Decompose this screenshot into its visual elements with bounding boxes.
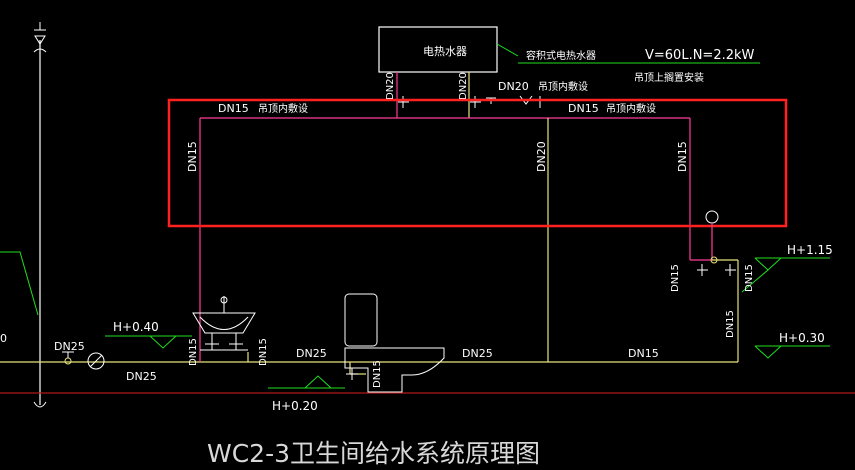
dn25-b: DN25 [126,370,157,383]
dn15-top-right: DN15 [568,102,599,115]
dn15-top-left: DN15 [218,102,249,115]
dn20-vertical-mid: DN20 [535,141,548,172]
dn25-c: DN25 [296,347,327,360]
water-heater [378,26,498,73]
dn15-vertical-right: DN15 [676,141,689,172]
left-leader-line [0,251,39,316]
elevation-030: H+0.30 [779,331,825,345]
elevation-020: H+0.20 [272,399,318,413]
ceiling-pipes [199,117,712,362]
left-riser [33,22,47,408]
toilet [344,293,445,393]
dn15-bottom: DN15 [628,347,659,360]
highlight-frame [167,98,788,228]
heater-leaders [496,43,760,64]
elevation-marker-040 [105,335,192,349]
shower-assembly [697,210,739,362]
heater-type-note: 容积式电热水器 [526,49,596,62]
elevation-115: H+1.15 [787,243,833,257]
diagram-title: WC2-3卫生间给水系统原理图 [207,439,540,468]
dn20-right-vertical: DN20 [458,72,469,100]
dn20-left-vertical: DN20 [385,72,396,100]
elevation-040: H+0.40 [113,320,159,334]
ceiling-note-3: 吊顶内敷设 [606,102,656,115]
elevation-marker-030 [754,345,830,359]
heater-label: 电热水器 [423,45,467,58]
elevation-marker-115 [741,257,830,293]
elevation-marker-020 [268,375,345,389]
heater-connections [396,72,541,118]
dn15-right-1: DN15 [670,264,681,292]
dn15-basin-1: DN15 [188,338,199,366]
dn25-a: DN25 [54,340,85,353]
ceiling-note-1: 吊顶内敷设 [538,80,588,93]
dn15-toilet: DN15 [372,360,383,388]
ceiling-note-2: 吊顶内敷设 [258,102,308,115]
wash-basin [192,296,256,351]
dn15-basin-2: DN15 [258,338,269,366]
dn20-horizontal: DN20 [498,80,529,93]
edge-zero: 0 [0,332,7,345]
dn25-d: DN25 [462,347,493,360]
heater-spec: V=60L.N=2.2kW [645,48,755,63]
heater-install-note: 吊顶上搁置安装 [634,71,704,84]
dn15-right-2: DN15 [744,264,755,292]
meter-assembly [62,351,105,370]
dn15-vertical-left: DN15 [186,141,199,172]
dn15-right-3: DN15 [725,310,736,338]
